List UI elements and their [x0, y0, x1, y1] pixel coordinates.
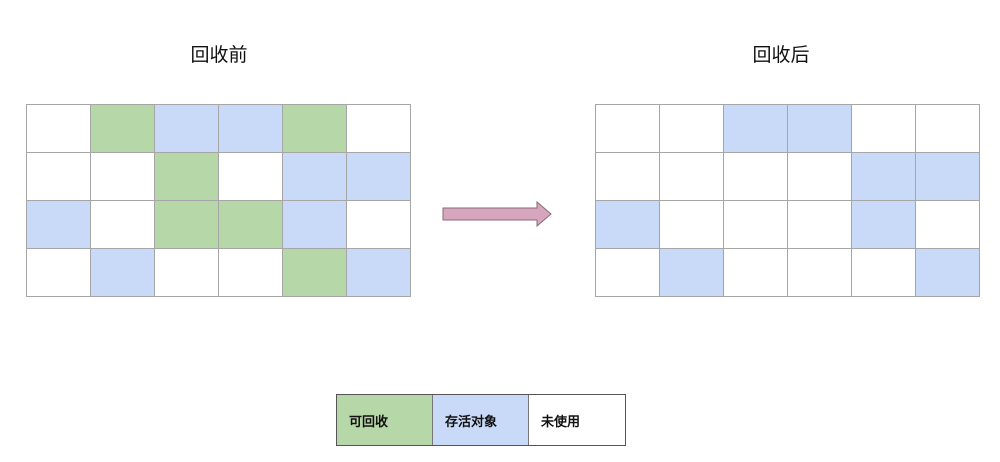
memory-cell-unused: [788, 153, 852, 201]
memory-cell-alive: [852, 201, 916, 249]
memory-cell-reclaimable: [283, 105, 347, 153]
memory-cell-alive: [916, 249, 980, 297]
memory-cell-unused: [27, 249, 91, 297]
memory-cell-alive: [27, 201, 91, 249]
memory-cell-alive: [596, 201, 660, 249]
memory-cell-alive: [916, 153, 980, 201]
memory-cell-unused: [788, 201, 852, 249]
memory-cell-unused: [596, 249, 660, 297]
memory-cell-unused: [852, 105, 916, 153]
memory-cell-alive: [347, 153, 411, 201]
memory-cell-alive: [283, 153, 347, 201]
memory-cell-reclaimable: [91, 105, 155, 153]
memory-cell-unused: [660, 105, 724, 153]
memory-cell-unused: [155, 249, 219, 297]
memory-cell-unused: [660, 201, 724, 249]
memory-cell-unused: [27, 105, 91, 153]
memory-cell-unused: [91, 153, 155, 201]
memory-cell-reclaimable: [219, 201, 283, 249]
memory-cell-alive: [347, 249, 411, 297]
memory-cell-unused: [660, 153, 724, 201]
memory-cell-unused: [916, 105, 980, 153]
memory-cell-alive: [155, 105, 219, 153]
legend: 可回收存活对象未使用: [336, 394, 626, 446]
heap-grid-before: [26, 104, 411, 297]
memory-cell-unused: [788, 249, 852, 297]
memory-cell-unused: [724, 249, 788, 297]
memory-cell-alive: [724, 105, 788, 153]
after-title: 回收后: [752, 44, 810, 66]
memory-cell-unused: [916, 201, 980, 249]
legend-item-reclaimable: 可回收: [337, 395, 433, 445]
memory-cell-reclaimable: [155, 153, 219, 201]
memory-cell-unused: [91, 201, 155, 249]
memory-cell-unused: [347, 105, 411, 153]
legend-item-alive: 存活对象: [433, 395, 529, 445]
memory-cell-unused: [219, 249, 283, 297]
memory-cell-reclaimable: [283, 249, 347, 297]
memory-cell-reclaimable: [155, 201, 219, 249]
memory-cell-unused: [596, 153, 660, 201]
memory-cell-unused: [219, 153, 283, 201]
memory-cell-unused: [596, 105, 660, 153]
memory-cell-alive: [219, 105, 283, 153]
memory-cell-alive: [660, 249, 724, 297]
memory-cell-unused: [27, 153, 91, 201]
memory-cell-alive: [91, 249, 155, 297]
memory-cell-unused: [724, 153, 788, 201]
memory-cell-alive: [852, 153, 916, 201]
before-title: 回收前: [190, 44, 248, 66]
arrow-right-icon: [442, 200, 552, 228]
heap-grid-after: [595, 104, 980, 297]
memory-cell-unused: [347, 201, 411, 249]
memory-cell-alive: [283, 201, 347, 249]
memory-cell-alive: [788, 105, 852, 153]
legend-item-unused: 未使用: [529, 395, 625, 445]
memory-cell-unused: [724, 201, 788, 249]
memory-cell-unused: [852, 249, 916, 297]
